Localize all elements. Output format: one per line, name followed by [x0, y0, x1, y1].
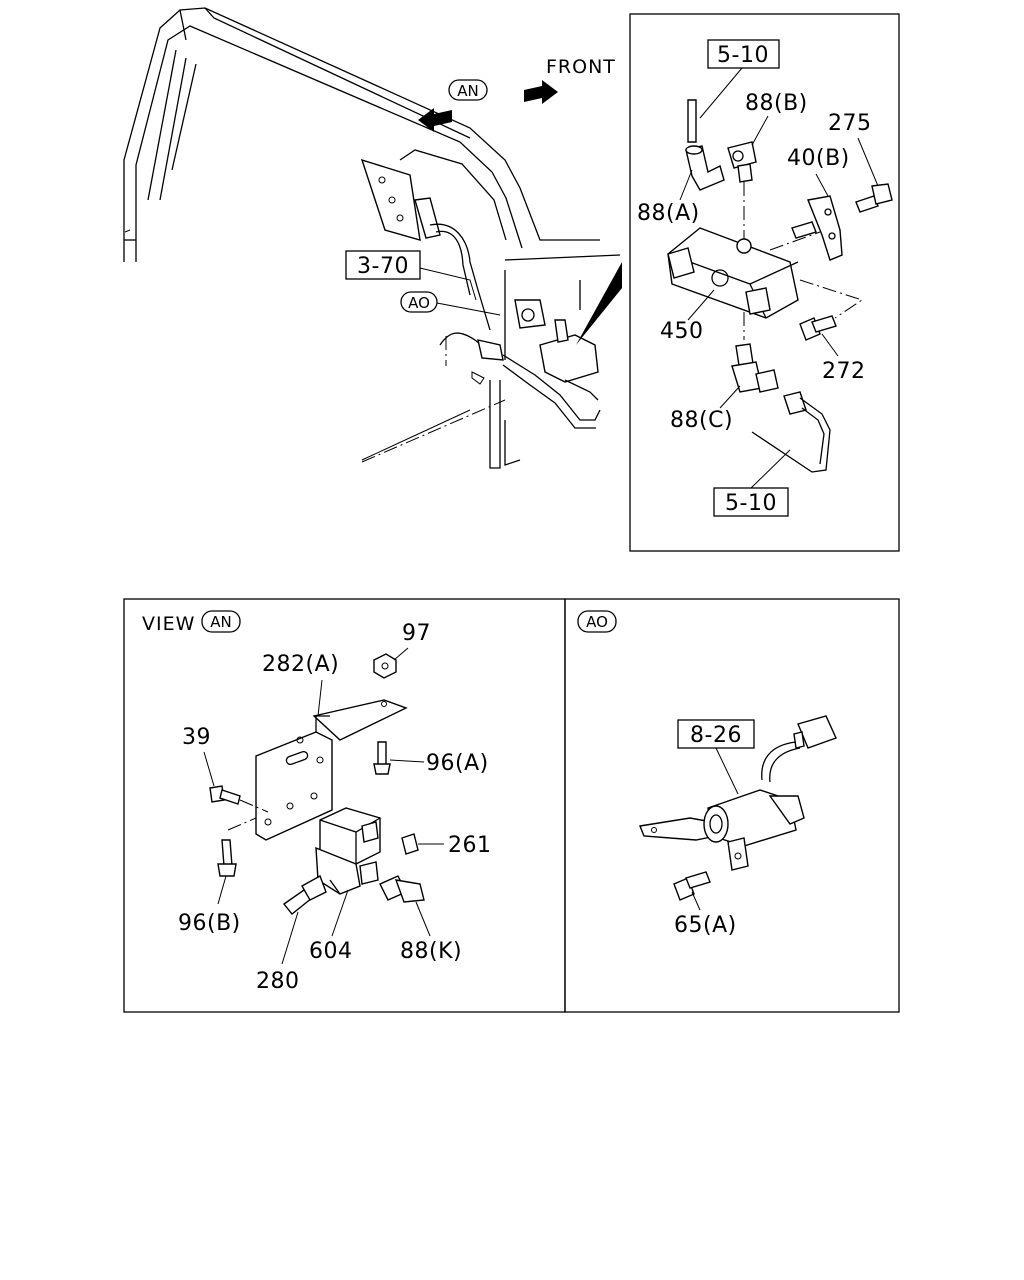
label-261: 261	[448, 833, 492, 858]
view-an-panel: VIEW AN 97 282(A)	[123, 598, 566, 1013]
label-88b: 88(B)	[745, 91, 808, 116]
label-39: 39	[182, 725, 211, 750]
view-ao-callout: AO	[400, 291, 501, 316]
valve-450-drawing	[667, 227, 799, 319]
view-an-callout: AN	[448, 79, 488, 101]
view-ao-title-marker: AO	[586, 613, 608, 631]
mounting-bracket-drawing	[360, 158, 491, 331]
ref-5-10-top-callout: 5-10	[699, 39, 780, 119]
ref-5-10-bottom-text: 5-10	[725, 491, 777, 516]
ref-5-10-bottom-callout: 5-10	[713, 449, 791, 517]
fitting-280-drawing	[282, 874, 327, 915]
ref-8-26-text: 8-26	[690, 723, 742, 748]
bolt-275-drawing	[855, 183, 893, 213]
label-88a: 88(A)	[637, 201, 700, 226]
view-ao-panel-frame	[564, 598, 900, 1013]
solenoid-valve-604-drawing	[315, 807, 381, 895]
label-604: 604	[309, 939, 353, 964]
cab-frame-drawing	[123, 7, 621, 469]
label-40b: 40(B)	[787, 146, 850, 171]
label-275: 275	[828, 111, 872, 136]
front-label: FRONT	[546, 56, 616, 78]
front-direction-arrow	[524, 80, 558, 104]
label-96b: 96(B)	[178, 911, 241, 936]
label-88c: 88(C)	[670, 408, 733, 433]
label-97: 97	[402, 621, 431, 646]
view-an-title-marker: AN	[210, 613, 231, 631]
pipe-stub	[687, 99, 697, 143]
view-an-title-prefix: VIEW	[142, 613, 195, 635]
label-88k: 88(K)	[400, 939, 462, 964]
label-450: 450	[660, 319, 704, 344]
bolt-96b-drawing	[217, 839, 237, 877]
fitting-261-drawing	[401, 833, 419, 855]
view-an-title-callout: AN	[201, 610, 241, 633]
label-96a: 96(A)	[426, 751, 489, 776]
main-overview: AN FRONT 3-70 AO	[123, 7, 622, 469]
fitting-88b-drawing	[727, 141, 757, 183]
bolt-65a-drawing	[673, 871, 711, 901]
ref-3-70-callout: 3-70	[345, 250, 477, 301]
view-ao-title-callout: AO	[577, 610, 617, 633]
nut-97-drawing	[373, 653, 397, 679]
fitting-88c-drawing	[731, 343, 779, 393]
view-ao-marker-text: AO	[408, 294, 430, 312]
label-282a: 282(A)	[262, 652, 339, 677]
ref-3-70-text: 3-70	[357, 254, 409, 279]
detail-inset-frame	[629, 13, 900, 552]
bolt-39-drawing	[209, 785, 241, 805]
pipe-line-drawing	[751, 391, 831, 473]
label-65a: 65(A)	[674, 913, 737, 938]
detail-inset: 5-10 88(B) 88(A) 275	[629, 13, 900, 552]
ref-5-10-top-text: 5-10	[717, 43, 769, 68]
fitting-88k-drawing	[379, 875, 425, 903]
bracket-282a-drawing	[255, 699, 408, 841]
view-an-marker-text: AN	[457, 82, 478, 100]
view-an-direction-arrow	[418, 108, 452, 132]
view-ao-panel: AO 8-26 65(A)	[564, 598, 900, 1013]
bolt-96a-drawing	[373, 741, 391, 775]
bracket-40b-drawing	[791, 195, 843, 261]
bolt-272-drawing	[799, 315, 837, 341]
label-280: 280	[256, 969, 300, 994]
fitting-88a-drawing	[685, 145, 725, 191]
valve-assembly-drawing	[439, 262, 622, 429]
sensor-assembly-drawing	[639, 715, 837, 871]
ref-8-26-callout: 8-26	[677, 719, 755, 795]
label-272: 272	[822, 359, 866, 384]
